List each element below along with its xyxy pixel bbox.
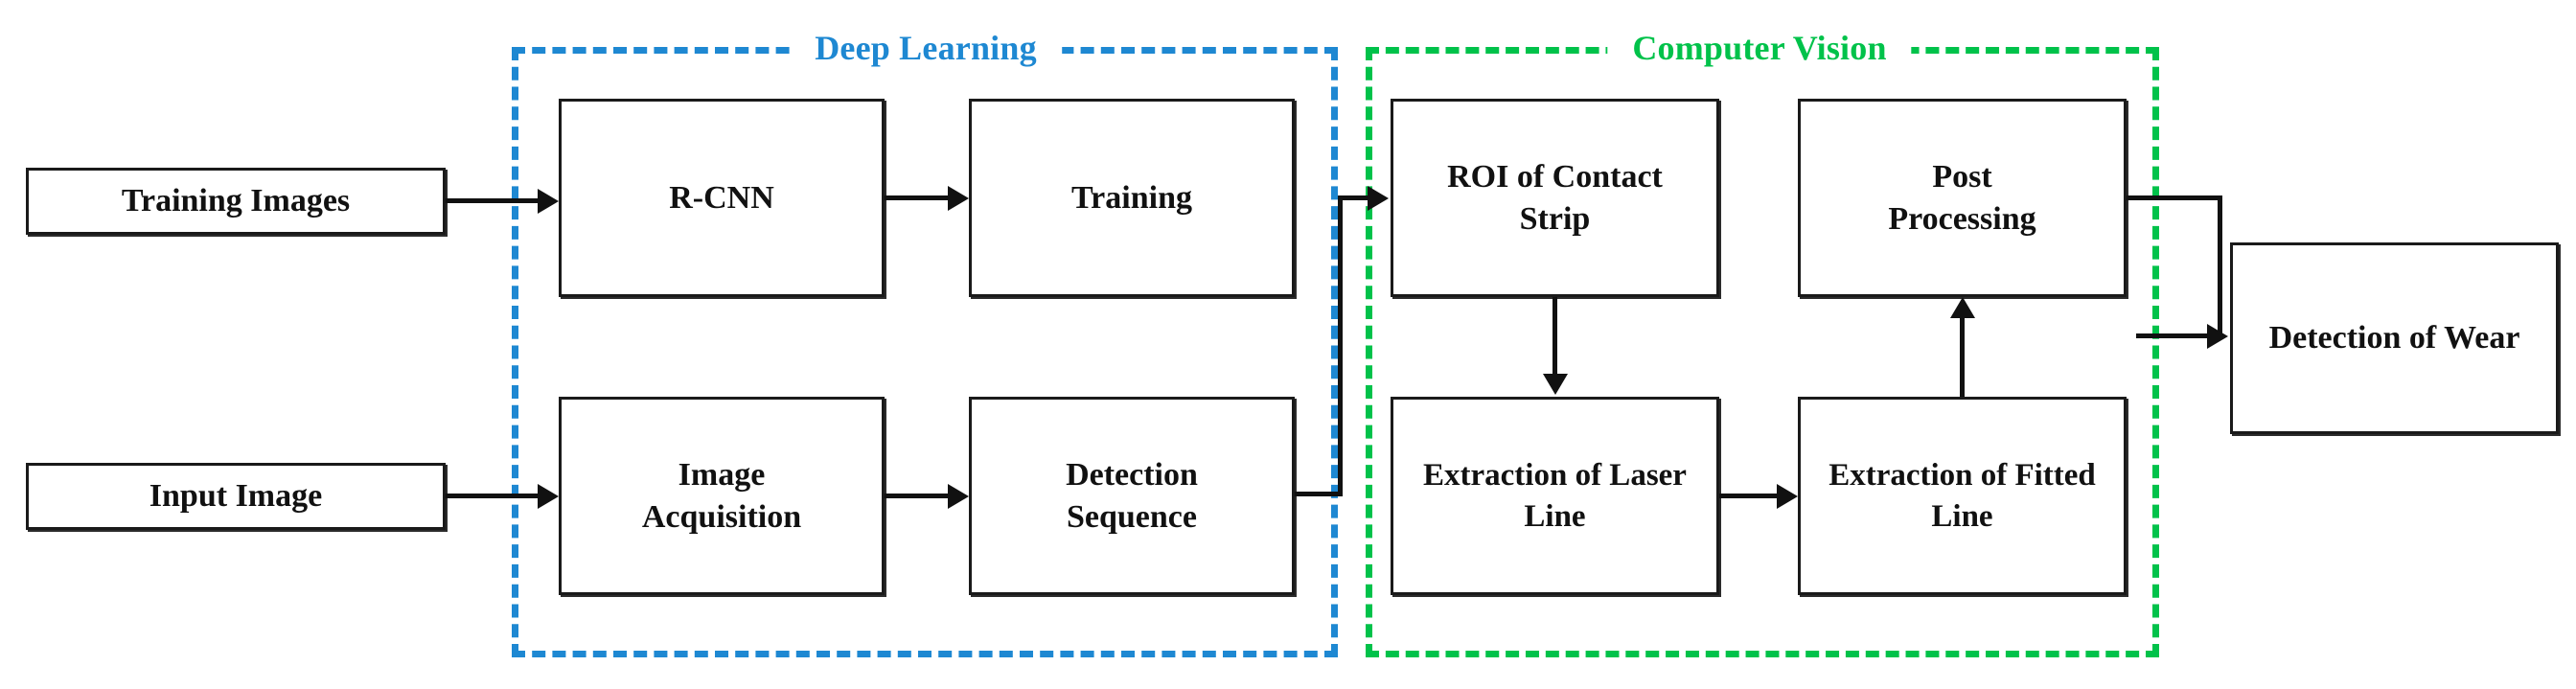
node-roi-of-contact-strip-label-line2: Strip (1519, 200, 1591, 237)
node-detection-sequence-label-line1: Detection (1066, 456, 1198, 493)
edge-post-processing-to-detection-of-wear (2136, 333, 2222, 338)
edge-roi-to-extraction-laser (1552, 297, 1557, 376)
arrowhead-detection-sequence-to-roi (1368, 186, 1389, 211)
arrowhead-extraction-laser-to-fitted (1777, 484, 1798, 509)
node-post-processing-label-line1: Post (1932, 158, 1992, 195)
arrowhead-post-processing-to-detection-of-wear (2207, 324, 2228, 349)
node-input-image[interactable]: Input Image (26, 463, 446, 530)
node-detection-sequence-label-line2: Sequence (1066, 498, 1197, 535)
edge-post-processing-dropper (2218, 195, 2222, 337)
edge-extraction-fitted-to-post-processing (1960, 318, 1965, 397)
edge-r-cnn-to-training (885, 195, 948, 200)
edge-extraction-laser-to-fitted (1719, 494, 1777, 498)
node-post-processing-label-line2: Processing (1888, 200, 2036, 237)
node-training-images[interactable]: Training Images (26, 168, 446, 235)
node-extraction-of-laser-line-label-line2: Line (1524, 498, 1586, 534)
edge-detection-sequence-to-roi (1338, 195, 1369, 200)
arrowhead-r-cnn-to-training (948, 186, 969, 211)
edge-image-acquisition-to-detection-sequence (885, 494, 948, 498)
edge-input-image-to-image-acquisition (446, 494, 538, 498)
node-extraction-of-laser-line-label-line1: Extraction of Laser (1423, 458, 1687, 494)
arrowhead-extraction-fitted-to-post-processing (1950, 297, 1975, 318)
group-label-computer-vision: Computer Vision (1607, 31, 1912, 65)
node-image-acquisition-label-line1: Image (678, 456, 766, 493)
node-r-cnn-label: R-CNN (669, 179, 774, 216)
node-post-processing[interactable]: Post Processing (1798, 99, 2127, 297)
arrowhead-training-images-to-r-cnn (538, 189, 559, 214)
group-label-deep-learning: Deep Learning (790, 31, 1062, 65)
node-image-acquisition-label-line2: Acquisition (641, 498, 802, 535)
node-training-images-label: Training Images (121, 183, 351, 219)
arrowhead-input-image-to-image-acquisition (538, 484, 559, 509)
edge-post-processing-out-right (2127, 195, 2222, 200)
edge-detection-sequence-out-right (1295, 492, 1343, 496)
node-roi-of-contact-strip[interactable]: ROI of Contact Strip (1391, 99, 1719, 297)
node-training[interactable]: Training (969, 99, 1295, 297)
arrowhead-roi-to-extraction-laser (1543, 374, 1568, 395)
edge-detection-sequence-riser (1338, 195, 1343, 496)
node-extraction-of-fitted-line-label-line1: Extraction of Fitted (1828, 458, 2096, 494)
node-image-acquisition[interactable]: Image Acquisition (559, 397, 885, 595)
node-detection-of-wear-label: Detection of Wear (2268, 320, 2520, 356)
node-r-cnn[interactable]: R-CNN (559, 99, 885, 297)
node-detection-sequence[interactable]: Detection Sequence (969, 397, 1295, 595)
node-detection-of-wear[interactable]: Detection of Wear (2230, 242, 2559, 434)
node-roi-of-contact-strip-label-line1: ROI of Contact (1447, 158, 1663, 195)
node-extraction-of-fitted-line-label-line2: Line (1931, 498, 1993, 534)
node-input-image-label: Input Image (149, 478, 323, 515)
node-training-label: Training (1071, 179, 1192, 216)
edge-training-images-to-r-cnn (446, 198, 538, 203)
arrowhead-image-acquisition-to-detection-sequence (948, 484, 969, 509)
node-extraction-of-laser-line[interactable]: Extraction of Laser Line (1391, 397, 1719, 595)
node-extraction-of-fitted-line[interactable]: Extraction of Fitted Line (1798, 397, 2127, 595)
